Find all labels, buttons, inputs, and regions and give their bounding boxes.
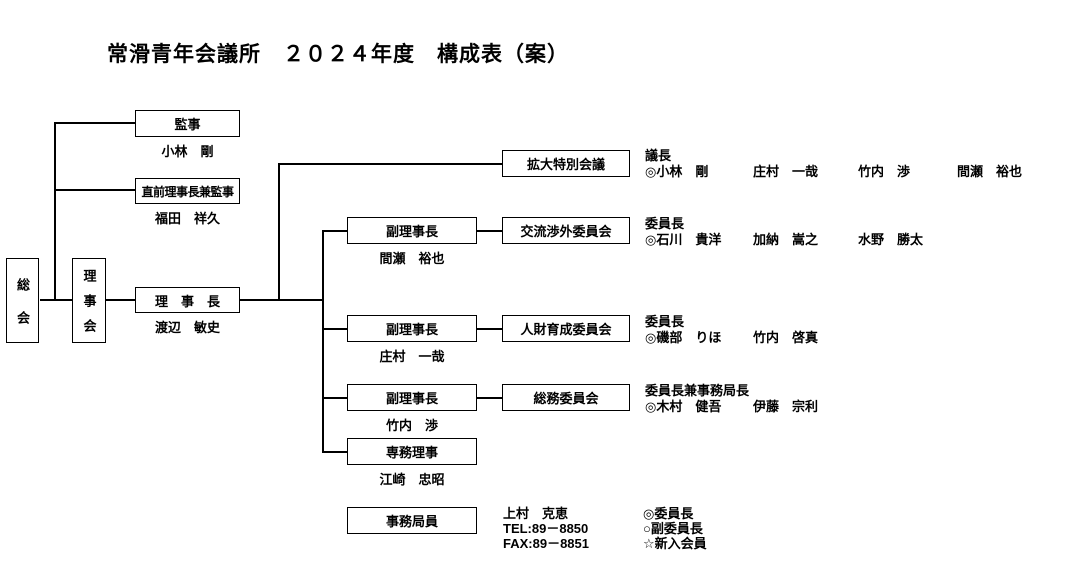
connector-line: [54, 122, 135, 124]
member-name: 間瀬 裕也: [957, 164, 1023, 179]
box-immediate-past-president: 直前理事長兼監事: [135, 178, 240, 204]
role-label: 委員長: [645, 216, 685, 231]
legend-vice-chairperson: ○副委員長: [643, 521, 703, 536]
secretariat-staff-name: 上村 克恵: [503, 506, 569, 521]
member-name: ◎小林 剛: [645, 164, 709, 179]
secretariat-tel: TEL:89－8850: [503, 521, 589, 536]
member-name: 竹内 渉: [858, 164, 911, 179]
member-name: 水野 勝太: [858, 232, 924, 247]
box-general-assembly: 総会: [6, 258, 39, 344]
member-name: 伊藤 宗利: [753, 399, 819, 414]
box-vice-president-1: 副理事長: [347, 217, 477, 244]
immediate-past-president-name: 福田 祥久: [154, 211, 220, 226]
legend-chairperson: ◎委員長: [643, 506, 694, 521]
box-secretariat-staff: 事務局員: [347, 507, 477, 534]
box-general-affairs-committee: 総務委員会: [502, 384, 630, 411]
connector-line: [322, 230, 324, 452]
member-name: ◎石川 貴洋: [645, 232, 722, 247]
secretariat-fax: FAX:89－8851: [503, 536, 589, 551]
role-label: 委員長兼事務局長: [645, 383, 750, 398]
box-president: 理 事 長: [135, 287, 240, 313]
connector-line: [477, 328, 502, 330]
member-name: ◎木村 健吾: [645, 399, 722, 414]
vice-president-3-name: 竹内 渉: [385, 418, 438, 433]
connector-line: [106, 299, 135, 301]
box-vice-president-3: 副理事長: [347, 384, 477, 411]
page-title: 常滑青年会議所 ２０２４年度 構成表（案）: [107, 43, 569, 66]
executive-director-name: 江崎 忠昭: [379, 472, 445, 487]
vice-president-2-name: 庄村 一哉: [379, 349, 445, 364]
member-name: 庄村 一哉: [753, 164, 819, 179]
member-name: ◎磯部 りほ: [645, 330, 722, 345]
box-vice-president-2: 副理事長: [347, 315, 477, 342]
connector-line: [54, 122, 56, 300]
connector-line: [477, 230, 502, 232]
box-auditor: 監事: [135, 110, 240, 137]
connector-line: [322, 230, 347, 232]
role-label: 委員長: [645, 314, 685, 329]
connector-line: [54, 189, 135, 191]
box-exchange-committee: 交流渉外委員会: [502, 217, 630, 244]
box-executive-director: 専務理事: [347, 438, 477, 465]
president-name: 渡辺 敏史: [154, 320, 220, 335]
connector-line: [322, 397, 347, 399]
box-expanded-special-conference: 拡大特別会議: [502, 150, 630, 177]
connector-line: [278, 163, 502, 165]
connector-line: [477, 397, 502, 399]
role-label: 議長: [645, 148, 672, 163]
vice-president-1-name: 間瀬 裕也: [379, 251, 445, 266]
connector-line: [240, 299, 323, 301]
auditor-name: 小林 剛: [161, 144, 214, 159]
connector-line: [278, 163, 280, 300]
member-name: 竹内 啓真: [753, 330, 819, 345]
connector-line: [40, 299, 72, 301]
member-name: 加納 嵩之: [753, 232, 819, 247]
legend-new-member: ☆新入会員: [643, 536, 707, 551]
connector-line: [322, 451, 347, 453]
box-board-of-directors: 理事会: [72, 258, 106, 344]
connector-line: [322, 328, 347, 330]
box-hr-development-committee: 人財育成委員会: [502, 315, 630, 342]
